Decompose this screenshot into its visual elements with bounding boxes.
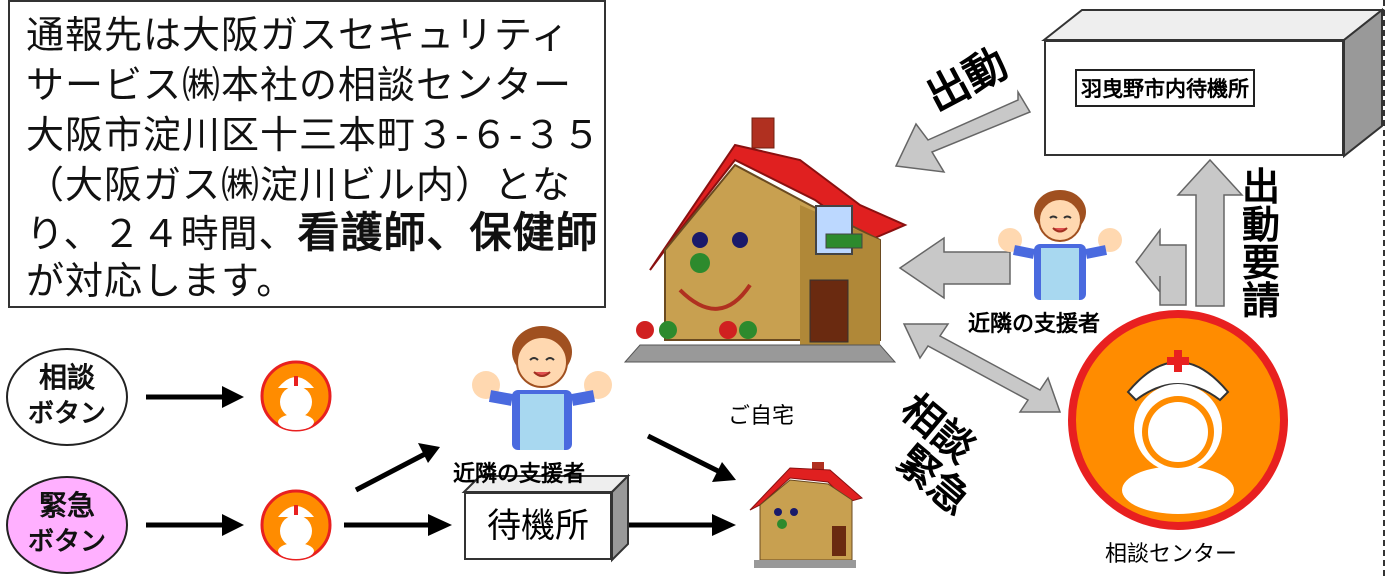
consult-button-line2: ボタン [27, 399, 106, 429]
arrow-consult-to-nurse [146, 386, 244, 408]
info-line-4: （大阪ガス㈱淀川ビル内）とな [26, 163, 571, 207]
supporter-figure-top [998, 190, 1122, 300]
consultation-center-nurse-icon [1068, 310, 1288, 530]
info-line-1: 通報先は大阪ガスセキュリティ [26, 13, 570, 57]
arrow-supporter-to-home-gray [898, 236, 1011, 300]
nurse-icon-consult [260, 360, 332, 432]
dispatch-request-label: 出 動 要 請 [1238, 168, 1284, 320]
center-label: 相談センター [1105, 542, 1238, 567]
supporter-label-top: 近隣の支援者 [968, 312, 1101, 337]
house-small [749, 462, 864, 568]
station-label: 羽曳野市内待機所 [1075, 69, 1255, 107]
arrow-home-center-double-gray [902, 323, 1062, 413]
arrow-supporter-to-home-small [646, 433, 736, 482]
nurse-icon-emergency [260, 489, 332, 561]
info-line-5-prefix: り、２４時間、 [26, 212, 298, 256]
arrow-emergency-to-nurse [146, 514, 244, 536]
arrow-waiting-to-home-small [624, 514, 736, 536]
info-line-5-bold: 看護師、保健師 [297, 208, 599, 257]
info-box: 通報先は大阪ガスセキュリティ サービス㈱本社の相談センター 大阪市淀川区十三本町… [8, 0, 606, 308]
consult-button-line1: 相談 [38, 361, 95, 394]
dispatch-request-char-1: 出 [1241, 165, 1280, 209]
arrow-center-to-supporter-gray [1135, 227, 1187, 306]
arrow-request-up-gray [1176, 158, 1244, 307]
consult-button[interactable]: 相談 ボタン [6, 348, 128, 446]
emergency-button-line2: ボタン [27, 527, 106, 557]
supporter-figure-bottom [472, 326, 612, 450]
home-label: ご自宅 [728, 404, 795, 429]
house-large [623, 117, 908, 363]
arrow-nurse-to-supporter [354, 443, 440, 493]
dispatch-request-char-4: 請 [1241, 279, 1280, 323]
waiting-box-label: 待機所 [487, 506, 589, 546]
waiting-box-3d [461, 473, 631, 563]
supporter-label-bottom: 近隣の支援者 [453, 462, 586, 487]
info-line-3: 大阪市淀川区十三本町３-６-３５ [26, 113, 602, 157]
arrow-nurse-to-waiting [344, 514, 452, 536]
arrow-dispatch-gray [894, 89, 1032, 173]
info-line-2: サービス㈱本社の相談センター [26, 63, 573, 107]
info-line-6: が対応します。 [26, 259, 296, 303]
emergency-button-line1: 緊急 [38, 489, 95, 522]
dispatch-request-char-2: 動 [1241, 203, 1280, 247]
waiting-box: 待機所 [464, 492, 612, 560]
info-line-5: り、２４時間、看護師、保健師 [26, 210, 599, 257]
dispatch-request-char-3: 要 [1241, 241, 1280, 285]
station-box-3d [1041, 7, 1385, 159]
emergency-button[interactable]: 緊急 ボタン [6, 476, 128, 574]
